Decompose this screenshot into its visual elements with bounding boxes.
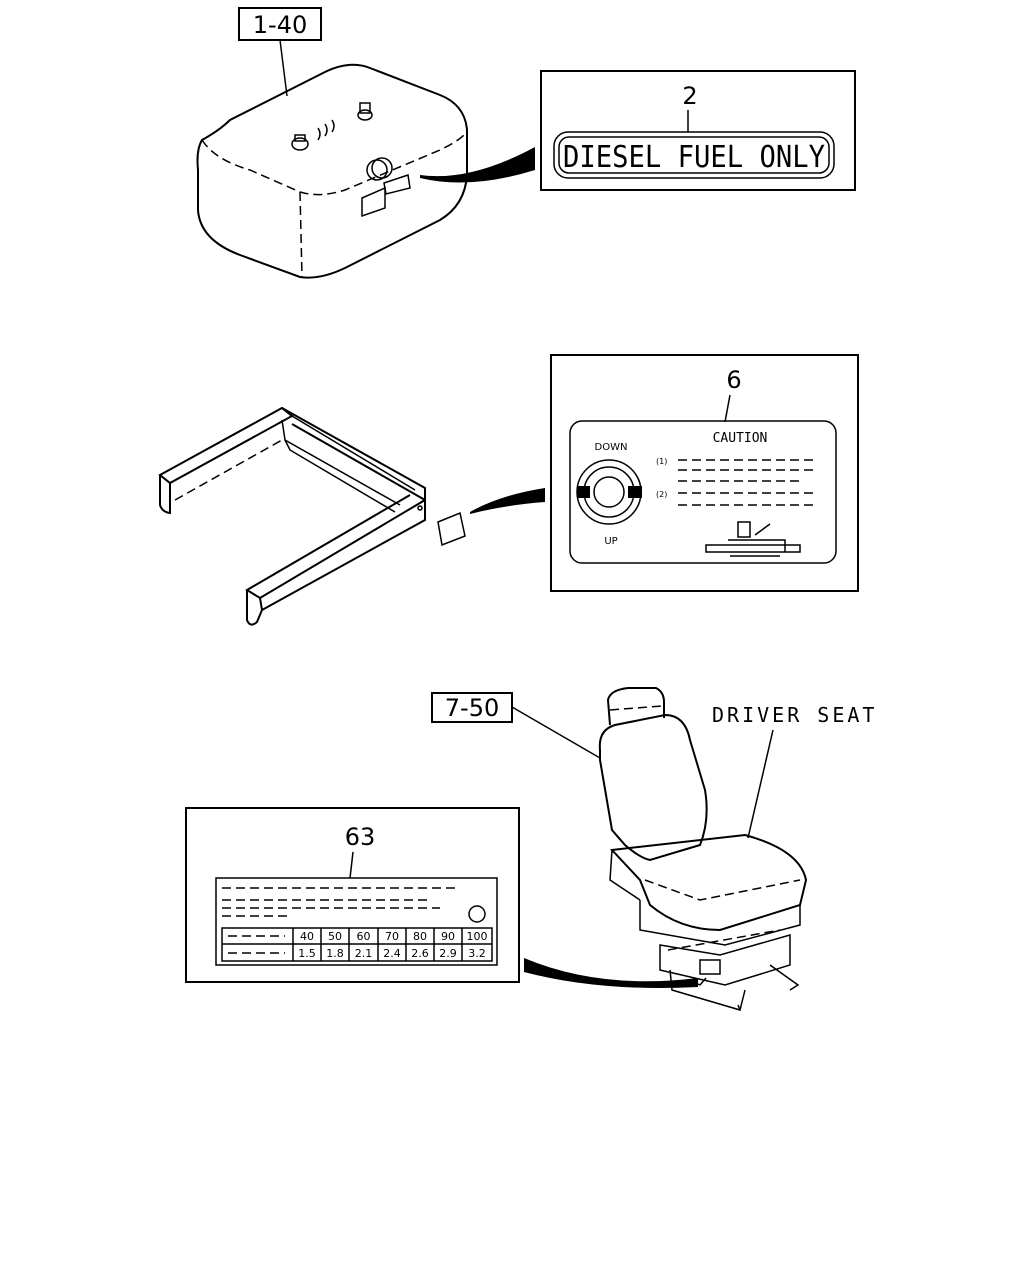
decal-box-caution	[550, 354, 859, 592]
up-label: UP	[604, 536, 617, 547]
driver-seat	[598, 687, 808, 1011]
caution-decal	[569, 420, 837, 564]
table-cell: 100	[467, 930, 488, 943]
table-cell: 1.8	[326, 947, 344, 960]
decal-inner-border	[558, 136, 830, 174]
leader-line	[724, 394, 731, 423]
callout-number-2: 2	[682, 82, 697, 110]
svg-text:(1): (1)	[656, 457, 667, 466]
adjust-knob-icon	[576, 459, 642, 525]
pointer-arrow	[420, 147, 535, 183]
decal-box-diesel	[540, 70, 856, 191]
fuel-tank-section: 1-40 2 DIESEL FUEL ONLY	[196, 7, 856, 279]
weight-decal	[215, 877, 498, 966]
table-cell: 2.9	[439, 947, 457, 960]
table-cell: 80	[413, 930, 427, 943]
decal-text-lines	[222, 887, 455, 917]
leader-line	[747, 729, 774, 839]
decal-text-diesel-fuel-only: DIESEL FUEL ONLY	[563, 140, 825, 175]
table-cell: 2.6	[411, 947, 429, 960]
table-cell: 90	[441, 930, 455, 943]
driver-seat-label: DRIVER SEAT	[712, 703, 877, 727]
leader-line	[511, 706, 601, 759]
leader-line	[279, 39, 288, 97]
seat-adjust-icon	[705, 521, 801, 557]
callout-number-63: 63	[345, 823, 376, 851]
pointer-arrow	[524, 958, 698, 988]
table-cell: 3.2	[468, 947, 486, 960]
ref-label-1-40: 1-40	[253, 11, 307, 39]
weight-table: 40 50 60 70 80 90 100 1.5 1.8 2.1 2.4 2.6 2.9 3.2	[221, 927, 493, 962]
knob-icon	[468, 905, 486, 923]
table-cell: 40	[300, 930, 314, 943]
decal-outer-border	[553, 131, 835, 179]
table-cell: 2.1	[355, 947, 373, 960]
table-top-row: 40 50 60 70 80 90 100	[300, 930, 488, 943]
table-cell: 1.5	[298, 947, 316, 960]
callout-number-6: 6	[726, 366, 741, 394]
table-cell: 50	[328, 930, 342, 943]
table-cell: 2.4	[383, 947, 401, 960]
fuel-tank	[196, 63, 468, 279]
driver-seat-section: 7-50 DRIVER SEAT	[185, 687, 877, 1011]
down-label: DOWN	[595, 442, 628, 453]
table-cell: 60	[357, 930, 371, 943]
caution-text-lines: (1) (2)	[656, 457, 818, 506]
leader-line	[349, 851, 354, 879]
seat-frame-section: 6 CAUTION DOWN UP (1) (2)	[158, 354, 859, 626]
ref-label-7-50: 7-50	[445, 694, 499, 722]
table-cell: 70	[385, 930, 399, 943]
decal-placement	[437, 511, 466, 547]
caution-title: CAUTION	[713, 431, 768, 446]
svg-text:(2): (2)	[656, 490, 667, 499]
seat-frame	[158, 406, 426, 626]
pointer-arrow	[470, 488, 545, 514]
table-bottom-row: 1.5 1.8 2.1 2.4 2.6 2.9 3.2	[298, 947, 486, 960]
decal-box-63	[185, 807, 520, 983]
